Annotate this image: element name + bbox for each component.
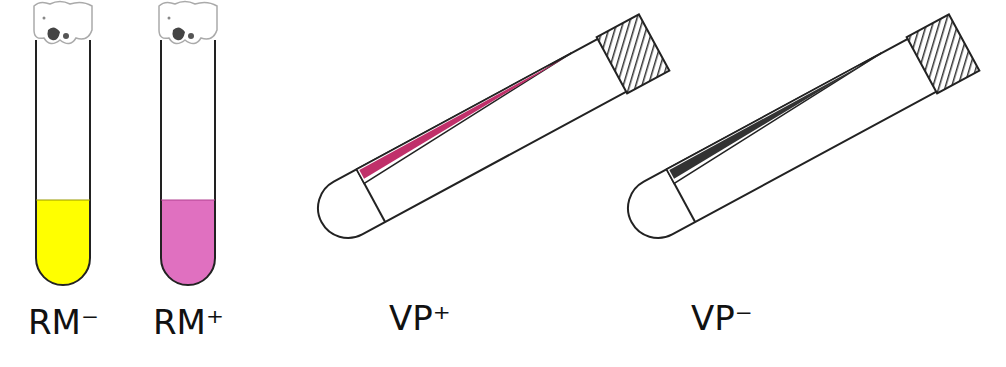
rm-negative-tube xyxy=(34,2,92,285)
rm-positive-tube xyxy=(159,2,217,286)
vp-negative-tube xyxy=(616,14,979,250)
vp-positive-tube xyxy=(306,14,669,250)
tube-label: VP⁻ xyxy=(691,301,753,335)
tube-label: VP⁺ xyxy=(389,301,451,335)
tube-label: RM⁺ xyxy=(153,305,224,339)
tube-label: RM⁻ xyxy=(28,305,99,339)
